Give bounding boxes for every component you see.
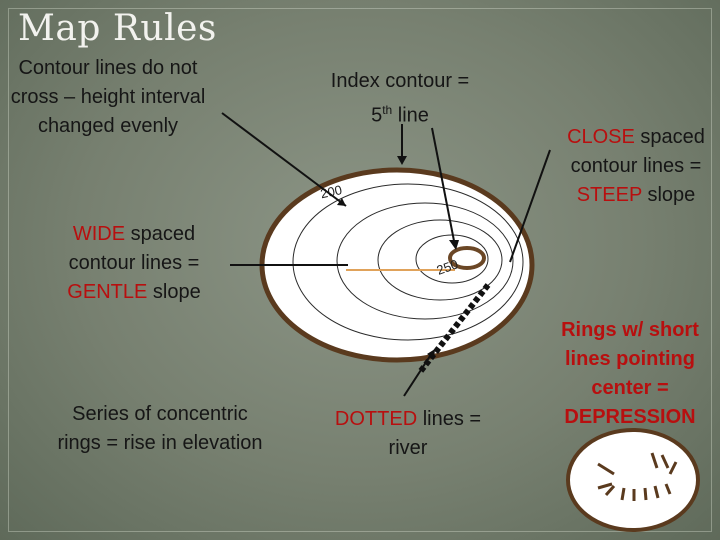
index-number: 5: [371, 104, 383, 127]
arrowhead: [337, 198, 346, 206]
dotted-river-line: [417, 283, 491, 374]
slide-title: Map Rules: [18, 8, 217, 49]
dotted-text: lines = river: [388, 408, 482, 459]
close-text: spaced contour lines =: [570, 126, 705, 177]
depression-label: = DEPRESSION: [564, 377, 696, 428]
peak-ring: [448, 246, 486, 270]
arrowhead: [397, 156, 407, 165]
rule-index-contour: Index contour = 5th line: [300, 67, 500, 131]
dotted-highlight: DOTTED: [334, 408, 418, 430]
contour-ring-1: [292, 183, 524, 341]
rule-dotted-river: DOTTED lines = river: [318, 405, 498, 463]
rule-wide-spaced: WIDE spaced contour lines = GENTLE slope: [44, 220, 224, 307]
rule-no-crossing: Contour lines do not cross – height inte…: [10, 57, 206, 137]
index-suffix: line: [392, 104, 429, 127]
arrowhead: [449, 240, 459, 250]
contour-ring-3: [377, 219, 503, 301]
wide-slope: slope: [147, 281, 201, 303]
index-contour-label: 200: [319, 182, 343, 201]
contour-ring-2: [336, 202, 514, 320]
arrow-contour-rule: [221, 112, 347, 207]
depression-text: Rings w/ short lines pointing: [561, 319, 699, 370]
index-prefix: Index contour =: [330, 70, 470, 92]
close-highlight: CLOSE: [567, 126, 635, 148]
arrow-peak: [431, 127, 456, 247]
hachure-marks: [597, 452, 678, 501]
wide-text: spaced contour lines =: [68, 223, 200, 274]
close-slope: slope: [641, 184, 696, 206]
center-highlight: center: [591, 377, 652, 399]
arrowhead: [427, 349, 435, 359]
depression-ring: [566, 428, 700, 532]
index-superscript: th: [382, 103, 393, 117]
steep-highlight: STEEP: [576, 184, 642, 206]
rule-close-spaced: CLOSE spaced contour lines = STEEP slope: [562, 123, 710, 210]
wide-highlight: WIDE: [72, 223, 126, 245]
arrow-dotted-river: [403, 352, 433, 397]
arrow-close-spaced: [509, 149, 551, 263]
gentle-highlight: GENTLE: [67, 281, 148, 303]
rule-depression: Rings w/ short lines pointing center = D…: [540, 316, 720, 432]
rule-concentric-rings: Series of concentric rings = rise in ele…: [57, 403, 263, 454]
peak-elevation-label: 250: [435, 256, 461, 278]
